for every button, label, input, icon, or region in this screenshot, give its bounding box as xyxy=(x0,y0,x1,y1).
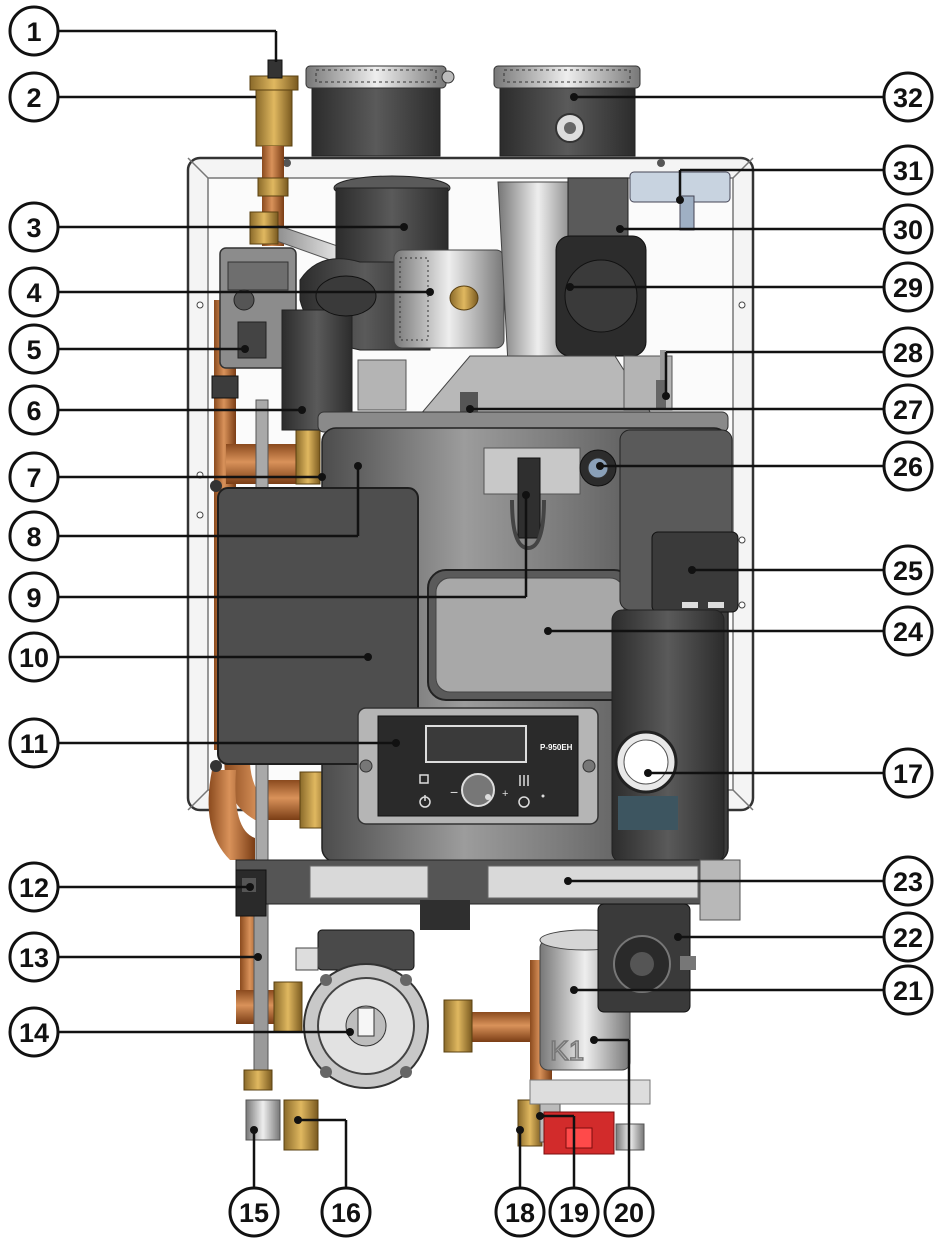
circulation-pump xyxy=(295,929,429,1089)
svg-text:2: 2 xyxy=(26,83,41,113)
callout-2: 2 xyxy=(8,71,60,123)
callout-17: 17 xyxy=(882,747,934,799)
callout-13: 13 xyxy=(8,931,60,983)
heating-mode-icon xyxy=(419,774,429,784)
callout-31: 31 xyxy=(882,144,934,196)
callout-24: 24 xyxy=(882,605,934,657)
svg-text:8: 8 xyxy=(26,522,41,552)
air-vent xyxy=(249,59,299,147)
callout-30: 30 xyxy=(882,203,934,255)
callout-12: 12 xyxy=(8,861,60,913)
svg-text:23: 23 xyxy=(893,867,923,897)
callout-29: 29 xyxy=(882,261,934,313)
svg-text:29: 29 xyxy=(893,273,923,303)
svg-text:20: 20 xyxy=(614,1198,644,1228)
svg-text:22: 22 xyxy=(893,923,923,953)
svg-text:18: 18 xyxy=(505,1198,535,1228)
callout-6: 6 xyxy=(8,384,60,436)
callout-5: 5 xyxy=(8,323,60,375)
svg-text:9: 9 xyxy=(26,583,41,613)
callout-7: 7 xyxy=(8,451,60,503)
callout-14: 14 xyxy=(8,1006,60,1058)
leader-lines xyxy=(58,29,884,1190)
svg-text:12: 12 xyxy=(19,873,49,903)
callout-18: 18 xyxy=(494,1186,546,1238)
svg-text:13: 13 xyxy=(19,943,49,973)
callout-21: 21 xyxy=(882,964,934,1016)
svg-text:32: 32 xyxy=(893,83,923,113)
callout-1: 1 xyxy=(8,5,60,57)
blower-fan xyxy=(497,171,731,401)
callout-22: 22 xyxy=(882,911,934,963)
callout-11: 11 xyxy=(8,717,60,769)
svg-text:26: 26 xyxy=(893,452,923,482)
valve-mark: K1 xyxy=(550,1035,584,1066)
bottom-fittings xyxy=(243,1069,651,1155)
alarm-clock-icon xyxy=(518,796,530,808)
svg-text:17: 17 xyxy=(893,759,923,789)
condensate-trap-band xyxy=(235,859,741,930)
svg-text:5: 5 xyxy=(26,335,41,365)
callout-20: 20 xyxy=(603,1186,655,1238)
callout-8: 8 xyxy=(8,510,60,562)
svg-text:15: 15 xyxy=(239,1198,269,1228)
burner-cone xyxy=(357,350,673,416)
svg-text:16: 16 xyxy=(331,1198,361,1228)
svg-text:11: 11 xyxy=(20,729,49,759)
callout-15: 15 xyxy=(228,1186,280,1238)
svg-text:24: 24 xyxy=(893,617,923,647)
control-box xyxy=(210,480,419,772)
callout-9: 9 xyxy=(8,571,60,623)
callout-23: 23 xyxy=(882,855,934,907)
svg-text:25: 25 xyxy=(893,556,923,586)
svg-text:14: 14 xyxy=(19,1018,49,1048)
svg-text:28: 28 xyxy=(893,338,923,368)
svg-text:6: 6 xyxy=(26,396,41,426)
svg-text:27: 27 xyxy=(893,395,923,425)
callout-10: 10 xyxy=(8,631,60,683)
gas-valve xyxy=(211,247,297,399)
svg-text:3: 3 xyxy=(26,213,41,243)
svg-text:4: 4 xyxy=(26,278,41,308)
callout-25: 25 xyxy=(882,544,934,596)
callout-32: 32 xyxy=(882,71,934,123)
svg-text:19: 19 xyxy=(559,1198,589,1228)
callout-16: 16 xyxy=(320,1186,372,1238)
flue-collar-left xyxy=(305,65,455,157)
callout-27: 27 xyxy=(882,383,934,435)
svg-text:21: 21 xyxy=(893,976,923,1006)
callout-28: 28 xyxy=(882,326,934,378)
control-panel: P-950EH − + xyxy=(357,707,599,825)
svg-text:10: 10 xyxy=(19,643,49,673)
svg-text:+: + xyxy=(502,788,508,800)
radiator-icon xyxy=(519,775,529,786)
svg-text:30: 30 xyxy=(893,215,923,245)
callout-4: 4 xyxy=(8,266,60,318)
three-way-valve: K1 xyxy=(539,903,696,1071)
svg-text:31: 31 xyxy=(893,156,923,186)
callout-3: 3 xyxy=(8,201,60,253)
flue-collar-right xyxy=(493,65,641,157)
svg-text:−: − xyxy=(450,784,458,800)
svg-text:7: 7 xyxy=(26,463,41,493)
control-panel-model: P-950EH xyxy=(540,743,573,752)
callouts: 1 2 3 4 5 6 7 8 9 10 11 12 13 14 15 16 1… xyxy=(8,5,934,1238)
svg-text:1: 1 xyxy=(26,17,41,47)
callout-26: 26 xyxy=(882,440,934,492)
callout-19: 19 xyxy=(548,1186,600,1238)
